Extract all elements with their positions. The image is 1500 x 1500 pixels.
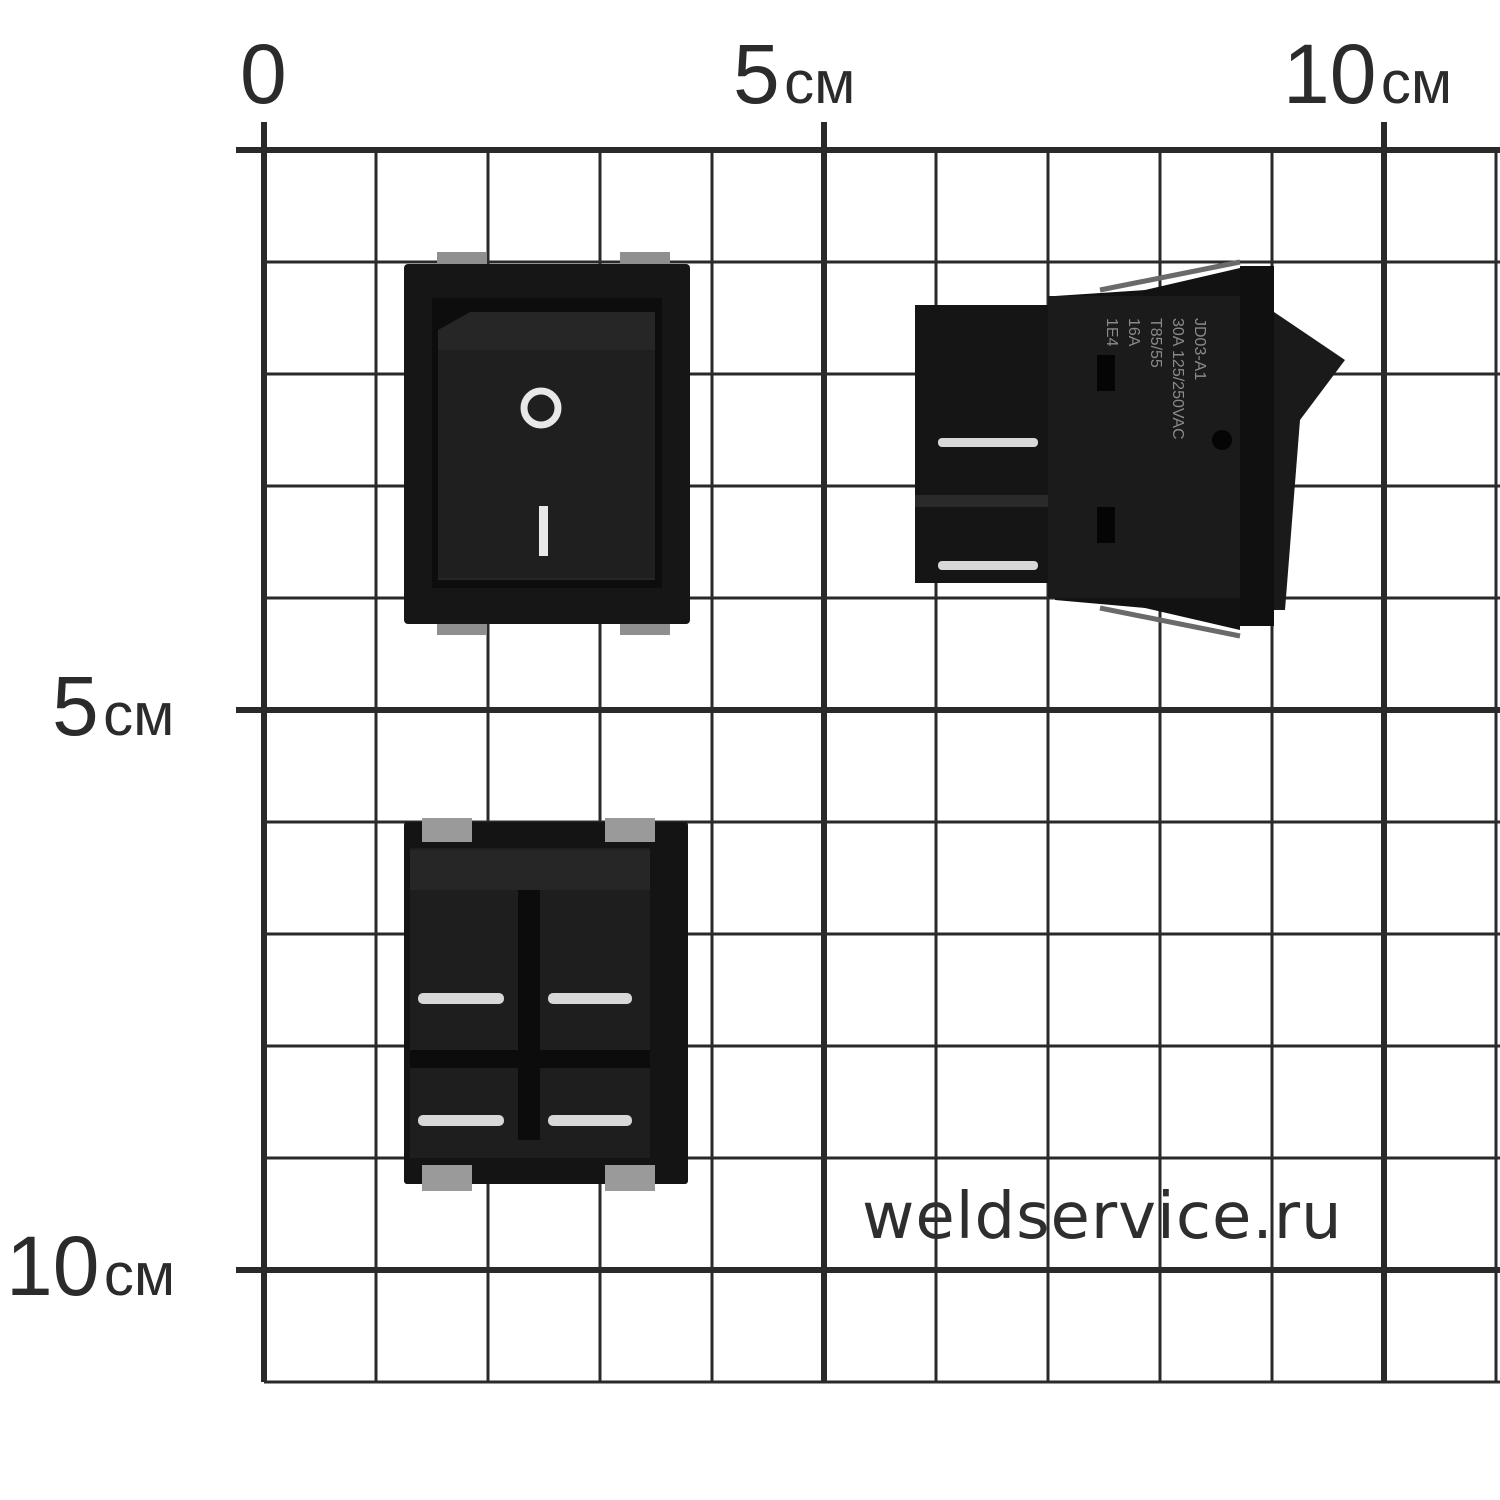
terminal-pin [938, 438, 1038, 447]
watermark: weldservice.ru [862, 1180, 1343, 1254]
switch-rating-text: JD03-A1 [1191, 318, 1208, 380]
switch-bottom-view [404, 818, 688, 1191]
terminal-pin [938, 561, 1038, 570]
top-label-0: 0 [240, 27, 287, 121]
on-mark-icon [539, 506, 548, 556]
terminal-pin [418, 993, 504, 1004]
switch-side-view: JD03-A1 30A 125/250VAC T85/55 16A 1E4 [915, 259, 1345, 639]
switch-rating-text: 30A 125/250VAC [1169, 318, 1186, 440]
switch-rating-text: 1E4 [1103, 318, 1120, 347]
top-label-5cm: 5 см [733, 27, 856, 121]
terminal-pin [418, 1115, 504, 1126]
terminal-pin [548, 1115, 632, 1126]
left-label-10cm: 10 см [6, 1219, 176, 1313]
switch-front-view [404, 252, 690, 635]
switch-rating-text: 16A [1125, 318, 1142, 347]
left-label-5cm: 5 см [52, 659, 175, 753]
off-mark-icon [520, 387, 562, 429]
switch-rating-text: T85/55 [1147, 318, 1164, 368]
top-label-10cm: 10 см [1283, 27, 1453, 121]
terminal-pin [548, 993, 632, 1004]
